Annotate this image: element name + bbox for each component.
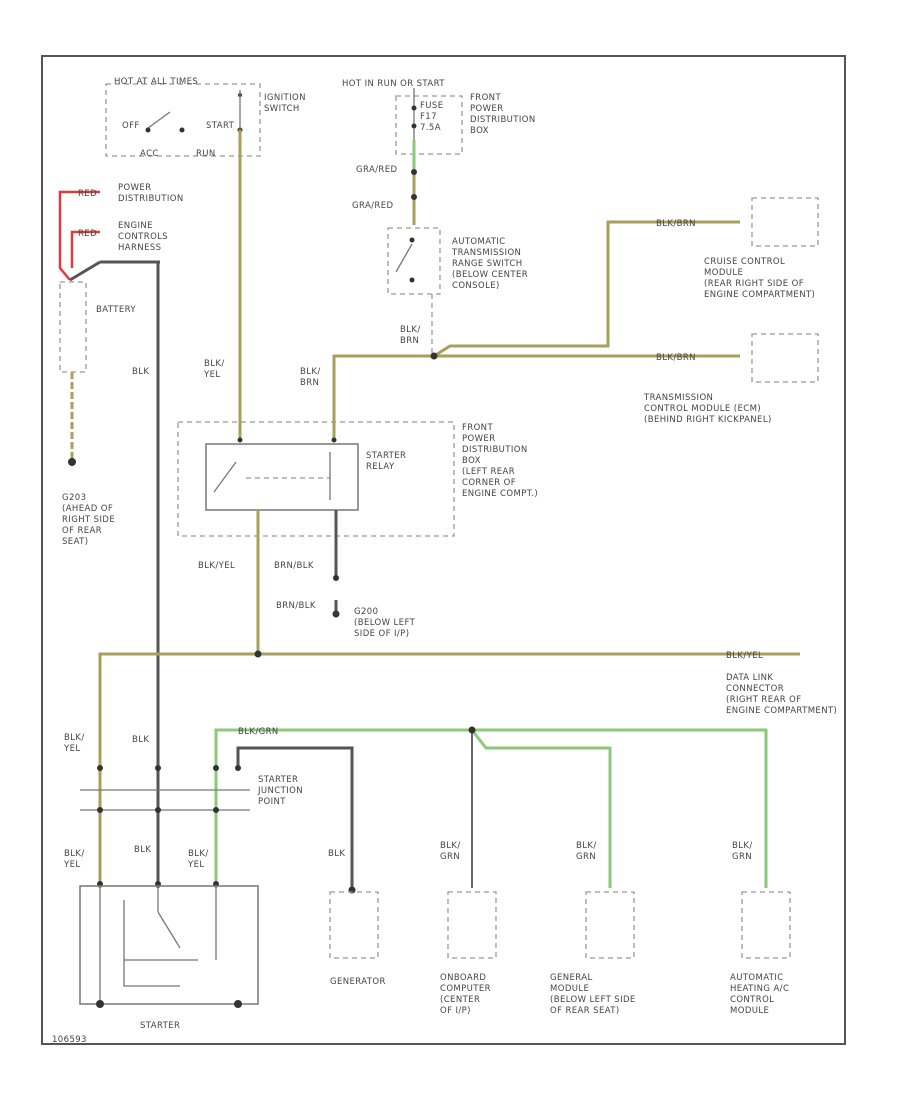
label-red-2: RED [78,229,97,239]
starter-box [79,885,259,1005]
label-blk-yel-c: BLK/YEL [187,849,209,870]
figure-id: 106593 [52,1035,87,1045]
label-brn-blk-1: BRN/BLK [274,561,314,571]
hvac-box [741,891,791,959]
label-blk-yel-mid: BLK/YEL [198,561,235,571]
front-pdb-mid-box [177,421,455,537]
label-blk-brn-cruise: BLK/BRN [656,219,696,229]
ignition-switch-box [105,83,261,157]
label-blk-brn-tcm: BLK/BRN [656,353,696,363]
label-red-1: RED [78,189,97,199]
label-hot-in-start: HOT IN RUN OR START [342,79,445,89]
label-gra-red-2: GRA/RED [352,201,394,211]
label-blk-yel-a: BLK/YEL [63,733,85,754]
label-gra-red-1: GRA/RED [356,165,398,175]
label-brn-blk-2: BRN/BLK [276,601,316,611]
label-blk-left: BLK [132,367,149,377]
label-off: OFF [122,121,140,131]
label-blk-b: BLK [134,845,151,855]
label-blk-gen: BLK [328,849,345,859]
battery-box [59,281,87,373]
label-blk-yel-top: BLK/YEL [203,359,225,380]
cruise-module-box [751,197,819,247]
label-blk-yel-right: BLK/YEL [726,651,763,661]
label-blk-grn-bus: BLK/GRN [238,727,279,737]
label-blk-grn-hvac: BLK/GRN [732,841,753,862]
label-generator: GENERATOR [330,977,386,987]
trans-switch-box [387,227,441,295]
label-start: START [206,121,235,131]
label-battery: BATTERY [96,305,136,315]
tcm-box [751,333,819,383]
label-starter: STARTER [140,1021,180,1031]
label-blk-a: BLK [132,735,149,745]
label-blk-brn-left: BLK/BRN [300,367,321,388]
label-blk-yel-b: BLK/YEL [63,849,85,870]
label-run: RUN [196,149,216,159]
fuse-box-top [395,95,463,155]
generator-box [329,891,379,959]
label-blk-brn-mid: BLK/BRN [400,325,421,346]
starter-relay-box [205,443,359,511]
gm-box [585,891,635,959]
label-blk-grn-obc: BLK/GRN [440,841,461,862]
diagram-border [41,55,846,1045]
label-acc: ACC [140,149,159,159]
obc-box [447,891,497,959]
label-hot-at-all-times: HOT AT ALL TIMES [114,77,198,87]
label-blk-grn-gm: BLK/GRN [576,841,597,862]
